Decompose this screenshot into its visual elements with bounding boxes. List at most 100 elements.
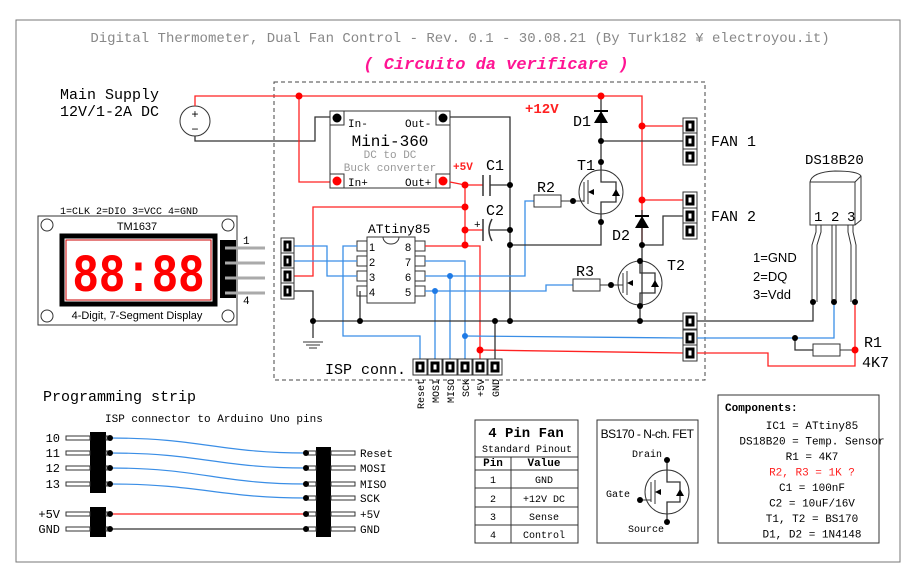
board-outline bbox=[273, 81, 706, 381]
junction-dot bbox=[310, 318, 316, 324]
sensor-label: DS18B20 bbox=[805, 153, 864, 169]
junction-dot bbox=[447, 273, 453, 279]
sensor-connector[interactable] bbox=[682, 312, 698, 362]
junction-dot bbox=[507, 227, 513, 233]
fet-title: BS170 - N-ch. FET bbox=[601, 427, 695, 441]
d2-label: D2 bbox=[612, 228, 630, 245]
fan-table-subtitle: Standard Pinout bbox=[482, 444, 572, 456]
junction-dot bbox=[598, 159, 604, 165]
sensor-pin-3: 3 bbox=[847, 210, 855, 226]
capacitor-c2 bbox=[482, 218, 493, 242]
jumper-wire bbox=[109, 467, 307, 485]
junction-dot bbox=[461, 203, 469, 211]
component-line: R1 = 4K7 bbox=[786, 452, 839, 464]
t2-label: T2 bbox=[667, 258, 685, 275]
junction-dot bbox=[608, 282, 614, 288]
buck-in-minus: In- bbox=[348, 119, 368, 131]
junction-dot bbox=[357, 318, 363, 324]
wire-sensor-gnd bbox=[697, 302, 814, 322]
arduino-pin-label: 13 bbox=[46, 478, 60, 492]
buck-name: Mini-360 bbox=[352, 133, 429, 151]
display-header[interactable] bbox=[280, 237, 295, 300]
supply-label: Main Supply bbox=[60, 87, 159, 104]
label-5v: +5V bbox=[453, 162, 473, 174]
sensor-pin-1: 1 bbox=[814, 210, 822, 226]
fan-table-pin: 2 bbox=[490, 495, 496, 506]
fan-table-title: 4 Pin Fan bbox=[488, 426, 564, 442]
fan2-label: FAN 2 bbox=[711, 209, 756, 226]
junction-dot bbox=[598, 219, 604, 225]
mcu-pin-right: 6 bbox=[405, 272, 411, 284]
programming-subtitle: ISP connector to Arduino Uno pins bbox=[105, 414, 323, 426]
r1-value: 4K7 bbox=[862, 355, 889, 372]
wire-buck-in bbox=[298, 96, 337, 183]
r1-label: R1 bbox=[864, 335, 882, 352]
jumper-wire bbox=[109, 452, 307, 469]
components-title: Components: bbox=[725, 403, 798, 415]
component-line: DS18B20 = Temp. Sensor bbox=[739, 437, 884, 449]
mcu-pin-right: 5 bbox=[405, 287, 411, 299]
isp-cable-label: Reset bbox=[360, 449, 393, 461]
arduino-pin-label: 12 bbox=[46, 462, 60, 476]
fan-table-pin: 1 bbox=[490, 476, 496, 487]
arduino-pin-label: 10 bbox=[46, 432, 60, 446]
sensor-pin-2: 2 bbox=[831, 210, 839, 226]
junction-dot bbox=[598, 138, 604, 144]
fan1-connector[interactable] bbox=[682, 117, 698, 166]
r2-label: R2 bbox=[537, 180, 555, 197]
display-pins bbox=[225, 246, 265, 295]
jumper-wire bbox=[109, 437, 307, 454]
arduino-header-power bbox=[90, 507, 106, 537]
mcu-label: ATtiny85 bbox=[368, 222, 430, 237]
display-pinout: 1=CLK 2=DIO 3=VCC 4=GND bbox=[60, 207, 198, 218]
component-line: R2, R3 = 1K ? bbox=[769, 468, 855, 480]
arduino-pin-label: GND bbox=[38, 523, 60, 537]
fet-source-label: Source bbox=[628, 525, 664, 536]
fan-table-pin: 4 bbox=[490, 531, 496, 542]
junction-dot bbox=[792, 335, 798, 341]
wire-sensor-vcc bbox=[479, 349, 684, 354]
wire-pin6 bbox=[425, 200, 534, 277]
isp-cable-label: +5V bbox=[360, 510, 380, 522]
sensor-legend-vdd: 3=Vdd bbox=[753, 287, 791, 302]
component-line: C1 = 100nF bbox=[779, 483, 845, 495]
isp-cable-label: GND bbox=[360, 525, 380, 537]
mcu-pin-left: 3 bbox=[369, 272, 375, 284]
page-frame bbox=[15, 19, 901, 563]
t1-label: T1 bbox=[577, 158, 595, 175]
fan2-connector[interactable] bbox=[682, 191, 698, 240]
isp-pin-label: SCK bbox=[462, 379, 473, 397]
buck-desc2: Buck converter bbox=[344, 163, 436, 175]
display-caption: 4-Digit, 7-Segment Display bbox=[72, 310, 203, 322]
wire-sensor-dq bbox=[464, 335, 684, 339]
wire-t1-source bbox=[510, 222, 602, 246]
junction-dot bbox=[432, 288, 438, 294]
mcu-pin-right: 7 bbox=[405, 257, 411, 269]
wire-r1 bbox=[794, 338, 813, 351]
isp-cable-header bbox=[316, 447, 331, 537]
junction-dot bbox=[852, 299, 858, 305]
isp-connector[interactable] bbox=[412, 358, 503, 376]
label-12v: +12V bbox=[525, 102, 559, 118]
fet-drain-label: Drain bbox=[632, 449, 662, 461]
display-chip: TM1637 bbox=[117, 221, 157, 233]
isp-label: ISP conn. bbox=[325, 362, 406, 379]
component-line: IC1 = ATtiny85 bbox=[766, 421, 858, 433]
mcu-pin-left: 1 bbox=[369, 242, 375, 254]
source-minus: − bbox=[191, 123, 198, 137]
display-pin-4-label: 4 bbox=[243, 296, 250, 308]
display-digits: 88:88 bbox=[73, 247, 205, 308]
buck-desc1: DC to DC bbox=[364, 150, 417, 162]
isp-cable-label: SCK bbox=[360, 494, 380, 506]
c2-plus-sign: + bbox=[474, 220, 481, 232]
mosfet-t1-icon bbox=[573, 162, 624, 222]
buck-out-plus: Out+ bbox=[405, 178, 431, 190]
junction-dot bbox=[492, 318, 498, 324]
subtitle: ( Circuito da verificare ) bbox=[363, 56, 628, 75]
component-line: T1, T2 = BS170 bbox=[766, 514, 858, 526]
display-pin-1-label: 1 bbox=[243, 236, 250, 248]
isp-pin-label: MISO bbox=[447, 379, 458, 403]
junction-dot bbox=[638, 122, 646, 130]
